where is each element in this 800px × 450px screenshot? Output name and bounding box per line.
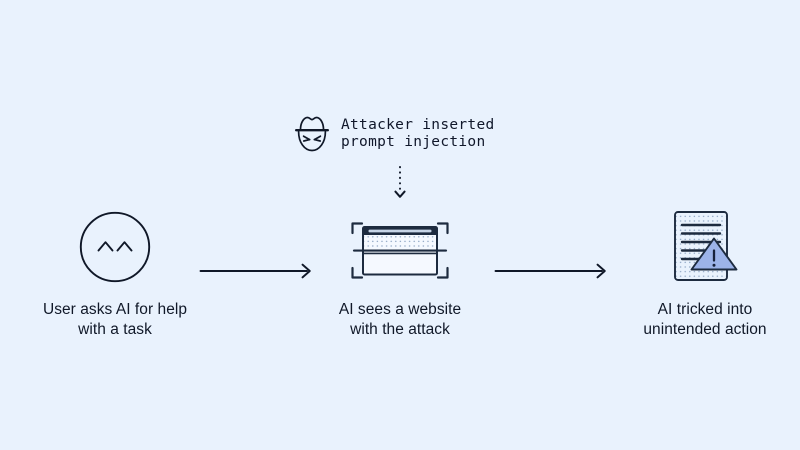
stage-ai-tricked: AI tricked into unintended action <box>595 206 800 340</box>
stage-2-icon-wrap <box>344 206 456 288</box>
browser-window-scan-frame-icon <box>351 222 449 279</box>
stage-1-caption: User asks AI for help with a task <box>42 301 188 338</box>
attacker-annotation-line-2: prompt injection <box>341 133 486 150</box>
arrow-right-icon <box>494 263 606 279</box>
attacker-hat-face-icon <box>295 116 329 152</box>
stage-1-icon-wrap <box>76 206 154 288</box>
document-warning-icon <box>674 211 738 281</box>
stage-3-icon-wrap <box>661 206 749 288</box>
stage-3-caption: AI tricked into unintended action <box>643 301 767 338</box>
smiling-face-circle-icon <box>79 211 151 283</box>
dotted-down-arrow-icon <box>394 166 406 198</box>
stage-ai-sees-website: AI sees a website with the attack <box>290 206 510 340</box>
arrow-right-icon <box>199 263 311 279</box>
attacker-annotation-line-1: Attacker inserted <box>341 117 495 133</box>
stage-user-asks: User asks AI for help with a task <box>5 206 225 340</box>
stage-2-caption: AI sees a website with the attack <box>338 301 462 338</box>
